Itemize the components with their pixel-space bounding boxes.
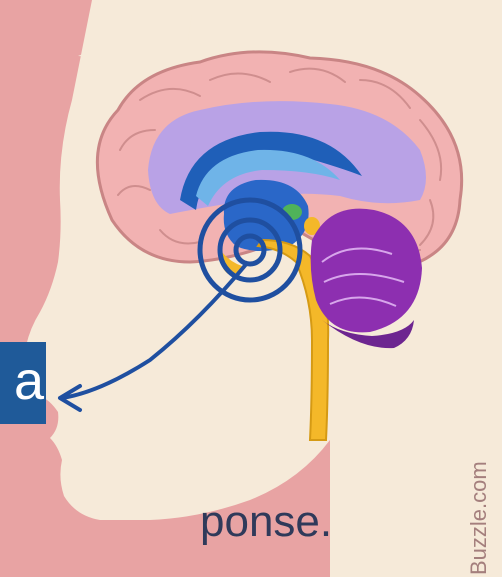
watermark-text: Buzzle.com bbox=[466, 461, 492, 575]
label-box: a bbox=[0, 342, 46, 424]
caption-text: ponse. bbox=[200, 497, 332, 547]
label-box-text: a bbox=[14, 351, 44, 411]
